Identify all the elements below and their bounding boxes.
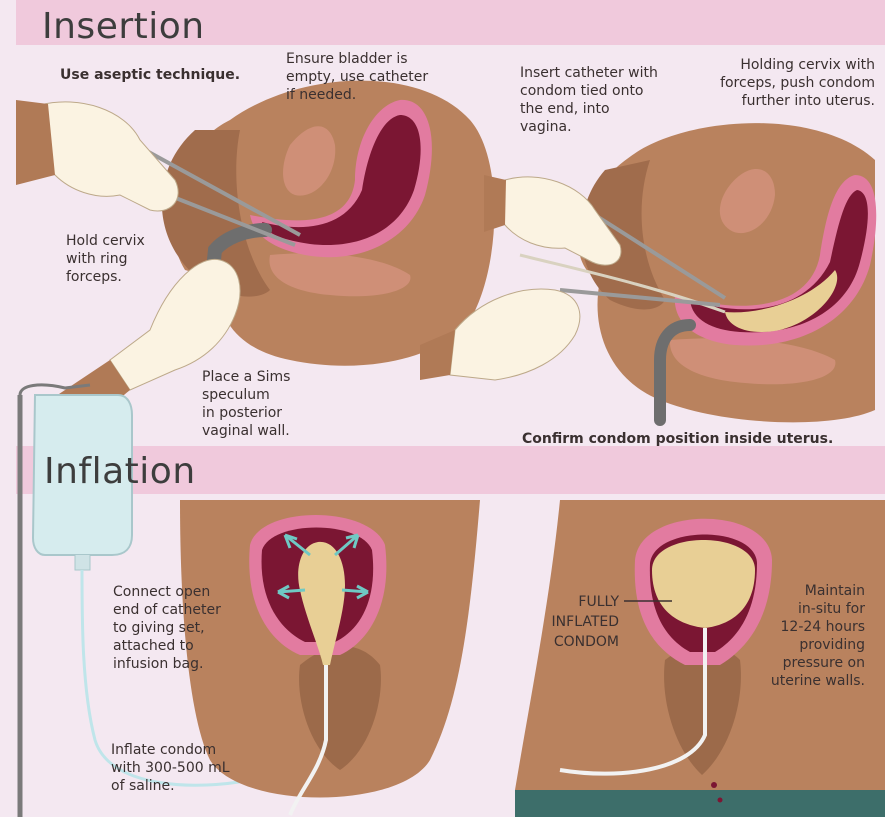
step-push-condom: Holding cervix with forceps, push condom… xyxy=(720,56,875,110)
step-aseptic-technique: Use aseptic technique. xyxy=(60,66,240,84)
label-fully-inflated-condom: FULLY INFLATED CONDOM xyxy=(527,592,619,652)
step-empty-bladder: Ensure bladder is empty, use catheter if… xyxy=(286,50,428,104)
step-hold-cervix: Hold cervix with ring forceps. xyxy=(66,232,145,286)
blood-drop-1 xyxy=(711,782,717,788)
step-connect-catheter: Connect open end of catheter to giving s… xyxy=(113,583,221,673)
insertion-title: Insertion xyxy=(42,6,205,47)
step-confirm-position: Confirm condom position inside uterus. xyxy=(522,430,833,448)
blood-drop-2 xyxy=(718,798,723,803)
step-inflate-condom: Inflate condom with 300-500 mL of saline… xyxy=(111,741,230,795)
step-maintain-in-situ: Maintain in-situ for 12-24 hours providi… xyxy=(771,582,865,690)
step-sims-speculum: Place a Sims speculum in posterior vagin… xyxy=(202,368,290,440)
inflation-title: Inflation xyxy=(44,451,196,492)
step-insert-catheter: Insert catheter with condom tied onto th… xyxy=(520,64,658,136)
thigh-shade-right xyxy=(515,790,885,817)
